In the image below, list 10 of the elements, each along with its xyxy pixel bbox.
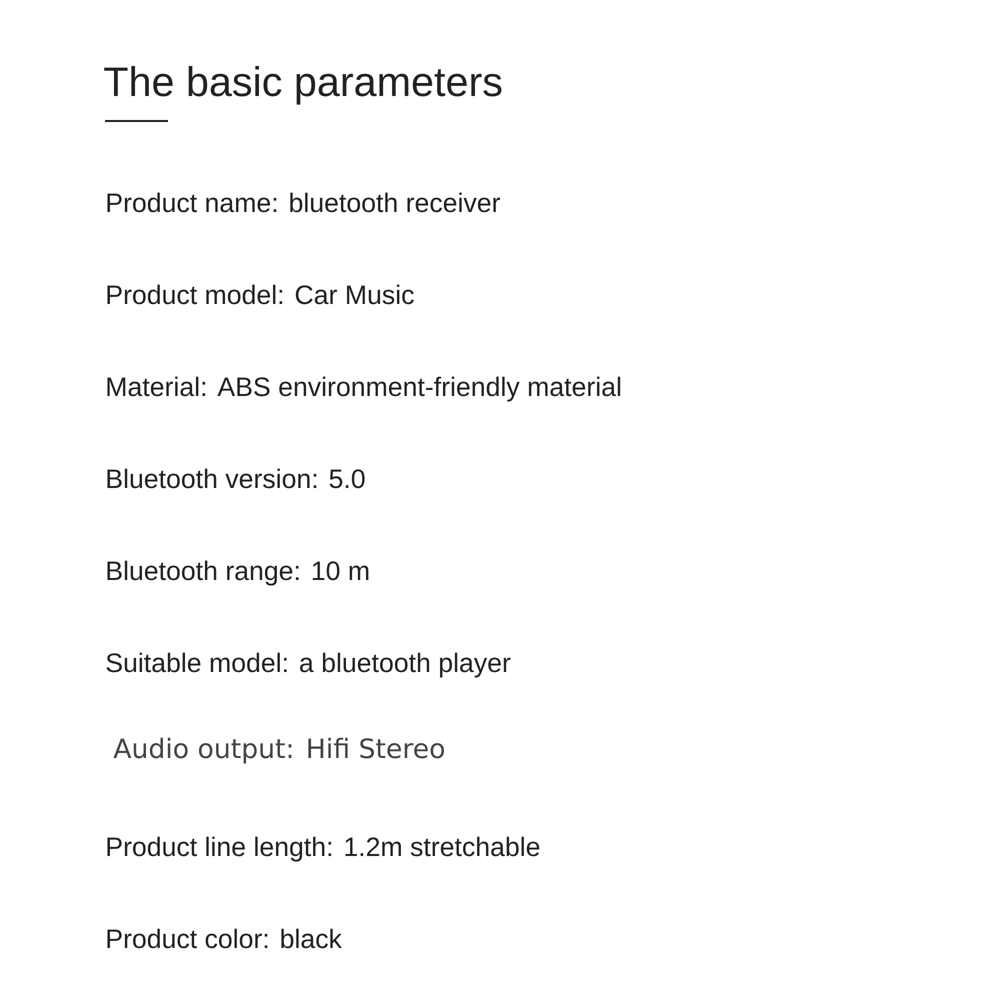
parameter-text: Product model: Car Music: [107, 284, 414, 304]
parameter-text: Bluetooth range: 10 m: [107, 560, 368, 586]
parameter-text: Material: ABS environment-friendly material: [107, 376, 620, 402]
parameter-text: Bluetooth version: 5.0: [107, 468, 365, 488]
parameter-text: Product color: black: [107, 928, 342, 948]
parameter-text: Product name: bluetooth receiver: [107, 192, 500, 212]
parameter-text: Suitable model: a bluetooth player: [106, 652, 510, 678]
parameter-text: Audio output: Hifi Stereo: [113, 738, 444, 764]
heading: The basic parameters: [104, 66, 502, 105]
parameter-text: Product line length: 1.2m stretchable: [107, 836, 540, 862]
